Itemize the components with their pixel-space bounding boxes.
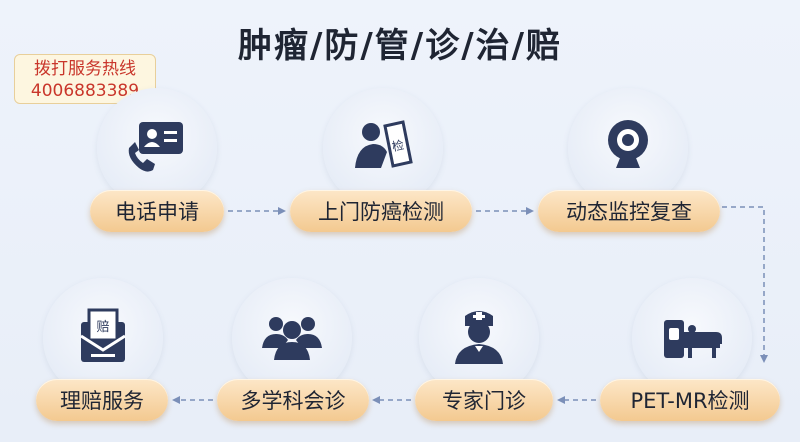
hotline-badge[interactable]: 拨打服务热线 4006883389 [14, 54, 156, 104]
step-pet-mr[interactable]: PET-MR检测 [600, 379, 780, 421]
hotline-label: 拨打服务热线 [34, 59, 136, 79]
phone-id-card-icon [128, 122, 183, 172]
step-phone-apply[interactable]: 电话申请 [90, 190, 224, 232]
svg-text:检: 检 [390, 137, 405, 154]
claim-document-icon: 赔 [80, 308, 126, 362]
step-expert-clinic[interactable]: 专家门诊 [415, 379, 553, 421]
step-dynamic-monitoring[interactable]: 动态监控复查 [538, 190, 720, 232]
step-mdt-consult[interactable]: 多学科会诊 [217, 379, 369, 421]
hotline-number: 4006883389 [30, 81, 140, 101]
svg-text:赔: 赔 [96, 320, 109, 335]
webcam-monitor-icon [608, 120, 648, 168]
team-group-icon [262, 317, 322, 360]
doctor-icon [455, 311, 503, 364]
medical-scanner-icon [664, 320, 722, 358]
health-check-person-icon: 检 [355, 120, 413, 168]
page-title: 肿瘤/防/管/诊/治/赔 [237, 26, 563, 66]
step-claim-service[interactable]: 理赔服务 [36, 379, 168, 421]
step-home-screening[interactable]: 上门防癌检测 [290, 190, 472, 232]
